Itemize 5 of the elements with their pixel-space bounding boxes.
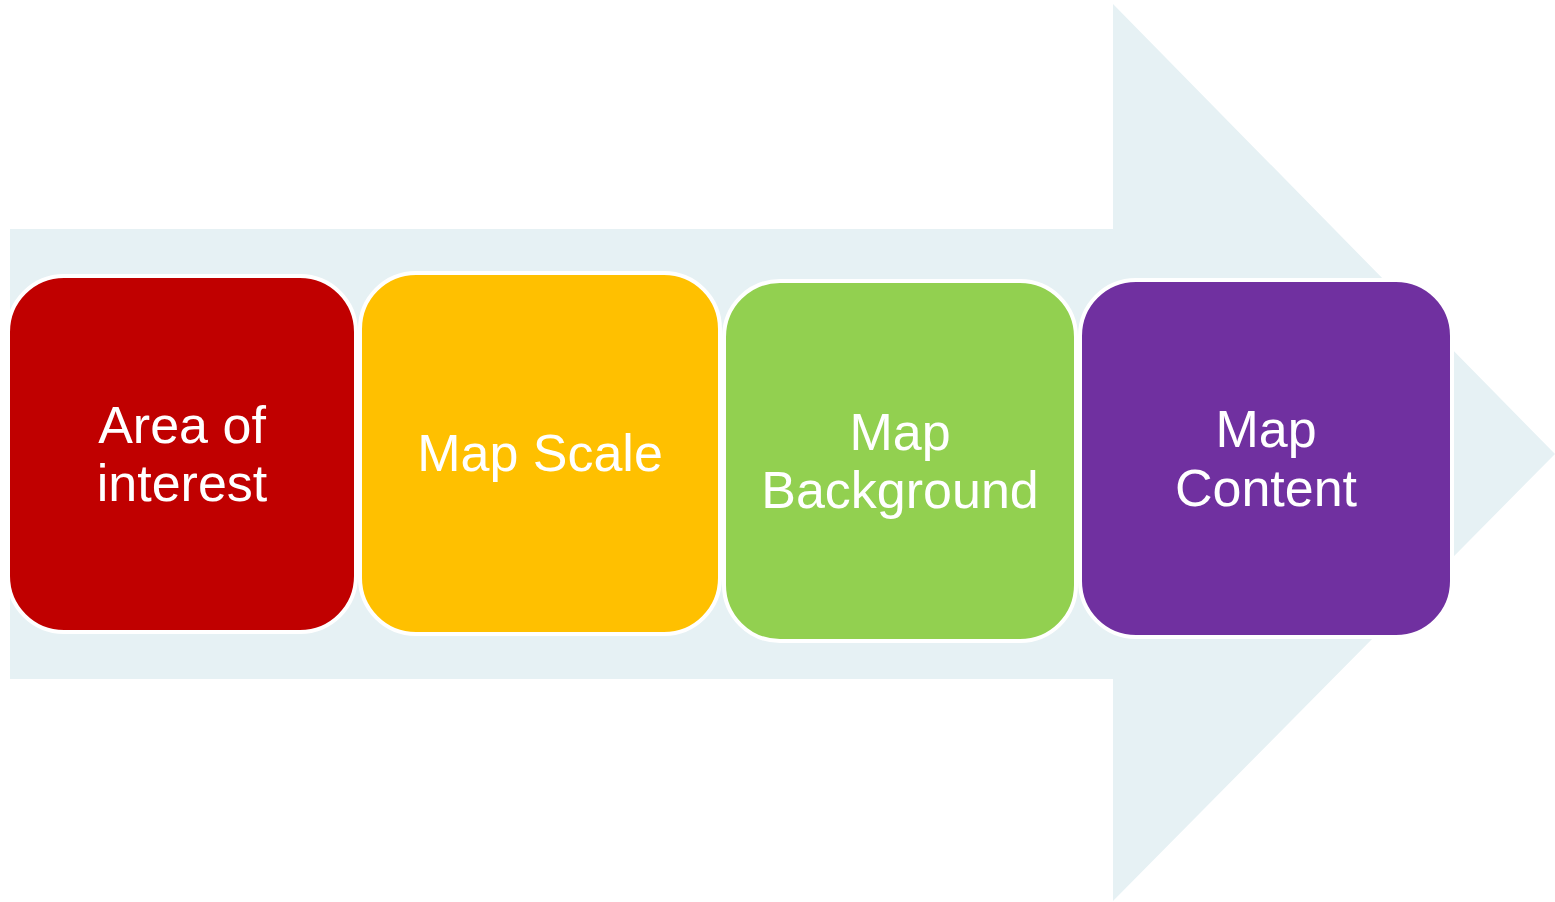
step-label: Area of interest: [95, 395, 269, 513]
step-box: [1078, 278, 1454, 639]
step-label: Map Scale: [417, 424, 663, 483]
step-label: Map Content: [1173, 400, 1359, 517]
step-label: Map Background: [760, 402, 1040, 520]
